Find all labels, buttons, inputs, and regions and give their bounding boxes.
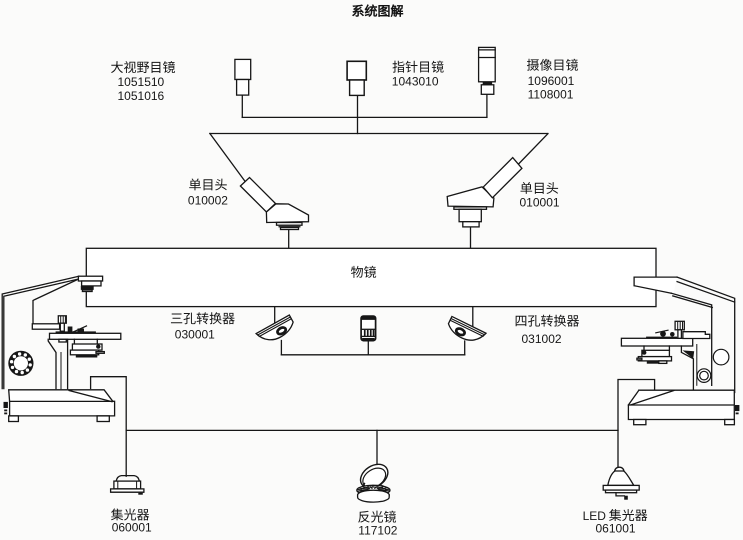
svg-text:117102: 117102	[358, 524, 397, 538]
svg-text:LED: LED	[583, 509, 607, 523]
svg-text:010001: 010001	[520, 196, 560, 210]
svg-text:1043010: 1043010	[392, 75, 439, 89]
svg-text:060001: 060001	[112, 521, 152, 535]
svg-text:031002: 031002	[522, 332, 562, 346]
svg-text:061001: 061001	[596, 522, 636, 536]
svg-text:030001: 030001	[175, 328, 215, 342]
svg-text:1108001: 1108001	[528, 88, 574, 102]
svg-text:1051510: 1051510	[118, 75, 165, 89]
svg-text:010002: 010002	[188, 194, 228, 208]
svg-text:1096001: 1096001	[528, 74, 575, 88]
svg-text:1051016: 1051016	[118, 89, 165, 103]
